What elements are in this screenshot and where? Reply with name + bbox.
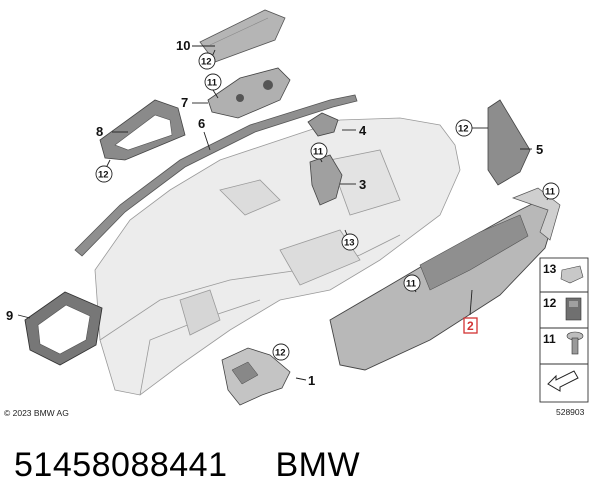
ref-circle-12c: 12 [458, 124, 469, 135]
ref-circle-11b: 11 [313, 147, 324, 158]
part-7-bracket [207, 67, 291, 119]
part-3-bracket [309, 154, 343, 206]
clip-icon [560, 265, 584, 284]
ref-circle-11a: 11 [207, 78, 218, 89]
legend-num-13: 13 [543, 262, 557, 276]
callout-1: 1 [308, 373, 315, 388]
dashboard-body [94, 117, 461, 396]
part-5-side-cover [487, 99, 531, 186]
callout-2: 2 [467, 319, 474, 333]
ref-circle-11d: 11 [406, 279, 417, 290]
callout-5: 5 [536, 142, 543, 157]
callout-9: 9 [6, 308, 13, 323]
ref-circle-12a: 12 [201, 57, 212, 68]
callout-8: 8 [96, 124, 103, 139]
callout-3: 3 [359, 177, 366, 192]
parts-diagram: 10 7 8 6 4 3 5 9 1 2 12 11 12 11 12 11 1… [4, 9, 589, 418]
part-info-footer: 51458088441 BMW [14, 440, 586, 490]
fastener-legend: 13 12 11 [539, 257, 589, 403]
ref-circle-12b: 12 [98, 170, 109, 181]
callout-7: 7 [181, 95, 188, 110]
ref-circle-12d: 12 [275, 348, 286, 359]
ref-circle-11c: 11 [545, 187, 556, 198]
arrow-icon [547, 370, 579, 392]
nut-clip-icon [565, 297, 582, 321]
part-4-cover [307, 112, 339, 137]
callout-10: 10 [176, 38, 190, 53]
part-6-trim-strip [74, 94, 358, 257]
brand-name: BMW [275, 446, 361, 484]
callout-6: 6 [198, 116, 205, 131]
part-number: 51458088441 [14, 446, 228, 484]
legend-num-12: 12 [543, 296, 557, 310]
part-1-bracket [221, 347, 291, 406]
copyright-text: © 2023 BMW AG [4, 408, 69, 418]
screw-icon [566, 331, 584, 355]
callout-4: 4 [359, 123, 367, 138]
ref-circle-13: 13 [344, 238, 355, 249]
legend-num-11: 11 [543, 332, 556, 346]
diagram-id: 528903 [556, 407, 585, 417]
callout-2-highlight: 2 [463, 317, 478, 334]
